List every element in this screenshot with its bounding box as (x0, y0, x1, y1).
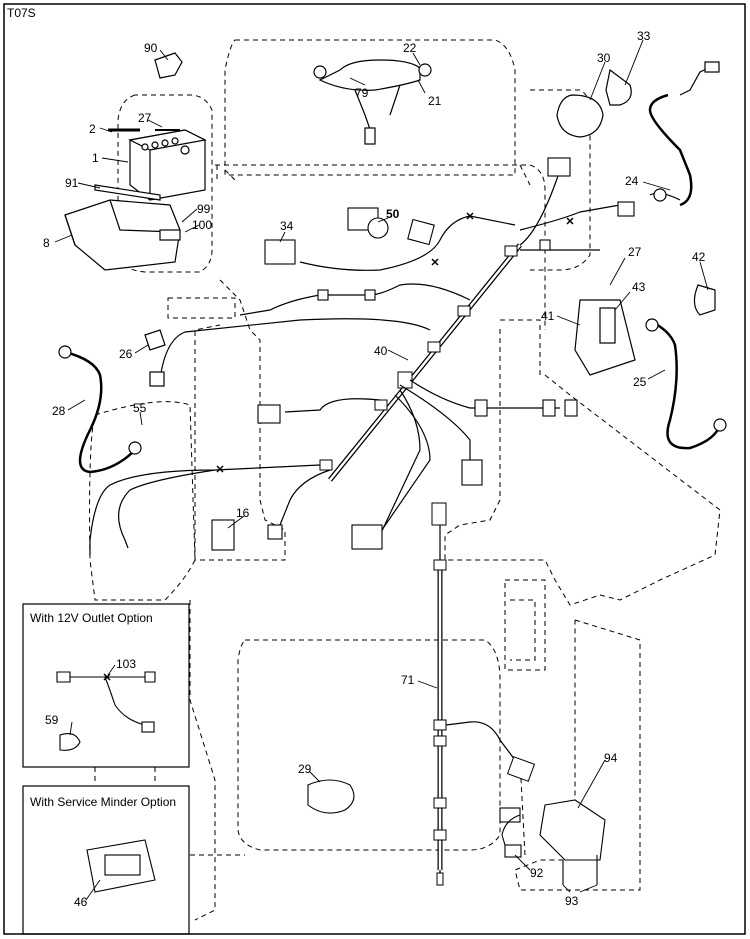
outlet-option-title: With 12V Outlet Option (30, 611, 153, 625)
callout-16: 16 (236, 506, 250, 520)
callout-21: 21 (428, 94, 442, 108)
callout-43: 43 (632, 280, 646, 294)
callout-42: 42 (692, 250, 706, 264)
callout-1: 1 (92, 151, 99, 165)
callout-92: 92 (530, 866, 544, 880)
main-harness (89, 169, 621, 541)
callout-40: 40 (374, 344, 388, 358)
leader-lines (54, 39, 709, 901)
chassis-outline (89, 39, 721, 921)
cut-marks (103, 212, 574, 681)
callout-50: 50 (386, 207, 400, 221)
callout-59: 59 (45, 713, 59, 727)
callout-46: 46 (74, 895, 88, 909)
callout-25: 25 (633, 375, 647, 389)
callout-28: 28 (52, 404, 66, 418)
callout-90: 90 (144, 41, 158, 55)
callout-26: 26 (119, 347, 133, 361)
battery-assembly (64, 52, 432, 271)
callout-103: 103 (116, 657, 137, 671)
callout-93: 93 (565, 894, 579, 908)
callout-33: 33 (637, 29, 651, 43)
minder-option-title: With Service Minder Option (30, 795, 177, 809)
callout-27b: 27 (628, 245, 642, 259)
diagram-code: T07S (7, 6, 36, 20)
callout-99: 99 (197, 202, 211, 216)
callout-94: 94 (604, 751, 618, 765)
callout-24: 24 (625, 174, 639, 188)
connectors (56, 157, 635, 893)
page-frame (3, 3, 746, 935)
callout-71: 71 (401, 673, 415, 687)
solenoid-cables (58, 61, 727, 555)
minder-option-box (22, 785, 190, 935)
callout-100: 100 (192, 218, 213, 232)
callout-2: 2 (89, 122, 96, 136)
callout-55: 55 (133, 401, 147, 415)
callout-8: 8 (43, 236, 50, 250)
callout-29: 29 (298, 762, 312, 776)
callout-79: 79 (355, 86, 369, 100)
harness-71 (431, 502, 536, 886)
callout-91: 91 (65, 176, 79, 190)
callout-41: 41 (541, 309, 555, 323)
callout-30: 30 (597, 51, 611, 65)
callout-27a: 27 (138, 111, 152, 125)
outlet-option-box (22, 603, 190, 768)
callout-22: 22 (403, 41, 417, 55)
callout-34: 34 (280, 219, 294, 233)
